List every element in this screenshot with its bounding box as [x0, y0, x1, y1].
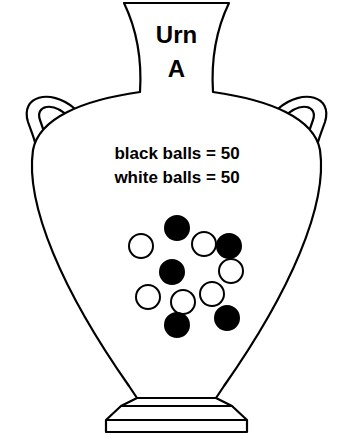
- black-ball: [160, 260, 184, 284]
- urn-outline: [32, 3, 321, 432]
- black-ball: [215, 306, 239, 330]
- white-ball: [192, 232, 216, 256]
- white-ball: [200, 282, 224, 306]
- black-ball: [165, 216, 189, 240]
- urn-label: Urn A: [151, 18, 203, 86]
- white-ball: [136, 285, 160, 309]
- count-label: black balls = 50: [52, 143, 302, 165]
- urn-foot-line: [106, 398, 247, 420]
- count-label: white balls = 50: [52, 167, 302, 189]
- white-ball: [171, 290, 195, 314]
- black-ball: [165, 313, 189, 337]
- white-ball: [219, 259, 243, 283]
- white-ball: [129, 234, 153, 258]
- black-ball: [217, 234, 241, 258]
